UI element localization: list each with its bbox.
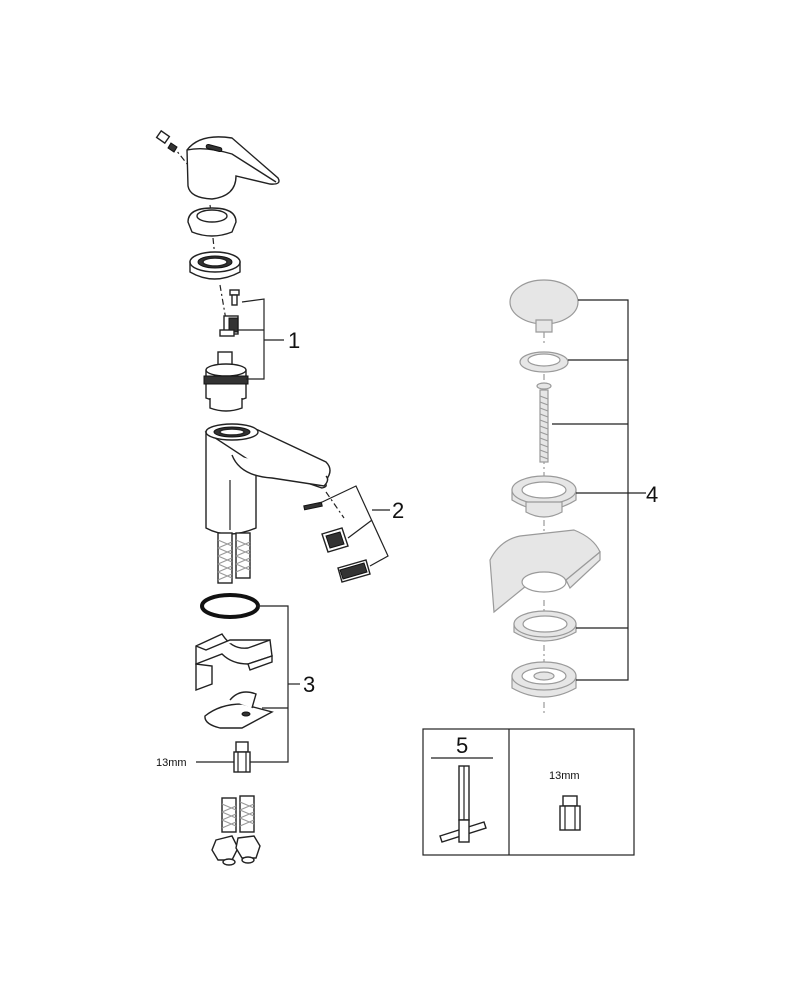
leader-1 <box>238 298 284 380</box>
waste-flange <box>511 475 577 518</box>
leader-3 <box>196 605 300 763</box>
basin-section <box>489 529 601 614</box>
callout-5: 5 <box>456 733 468 758</box>
aerator-housing <box>337 559 371 583</box>
waste-lower-ring <box>513 610 577 642</box>
cartridge-clip <box>219 315 239 337</box>
waste-assembly: 4 <box>489 279 658 716</box>
mounting-nut <box>233 741 251 773</box>
faucet-assembly: 1 <box>155 129 404 866</box>
handle-screw <box>155 129 178 153</box>
box-nut <box>559 795 581 831</box>
tool-box: 5 13mm <box>422 728 635 856</box>
aerator-insert <box>321 527 349 553</box>
callout-3: 3 <box>303 672 315 697</box>
plug-cap <box>509 279 579 333</box>
fixing-plate <box>204 691 274 729</box>
aerator-parts <box>303 485 390 583</box>
callout-1: 1 <box>288 328 300 353</box>
waste-ring <box>519 351 569 373</box>
nut-size-label: 13mm <box>156 757 187 769</box>
waste-body <box>511 661 577 698</box>
upper-hoses <box>217 532 251 584</box>
lower-hoses <box>211 795 261 866</box>
threaded-rod <box>536 382 552 463</box>
cartridge-screw <box>229 289 240 306</box>
callout-2: 2 <box>392 498 404 523</box>
leader-4 <box>552 299 646 681</box>
cartridge <box>203 351 249 412</box>
cap-ring <box>187 207 237 237</box>
callout-4: 4 <box>646 482 658 507</box>
lever-handle <box>186 136 280 200</box>
countertop-section <box>195 633 273 692</box>
hex-key-tool <box>439 765 487 843</box>
threaded-nut <box>189 251 241 280</box>
o-ring <box>200 593 260 619</box>
box-nut-size-label: 13mm <box>549 770 580 782</box>
faucet-body <box>204 423 331 535</box>
